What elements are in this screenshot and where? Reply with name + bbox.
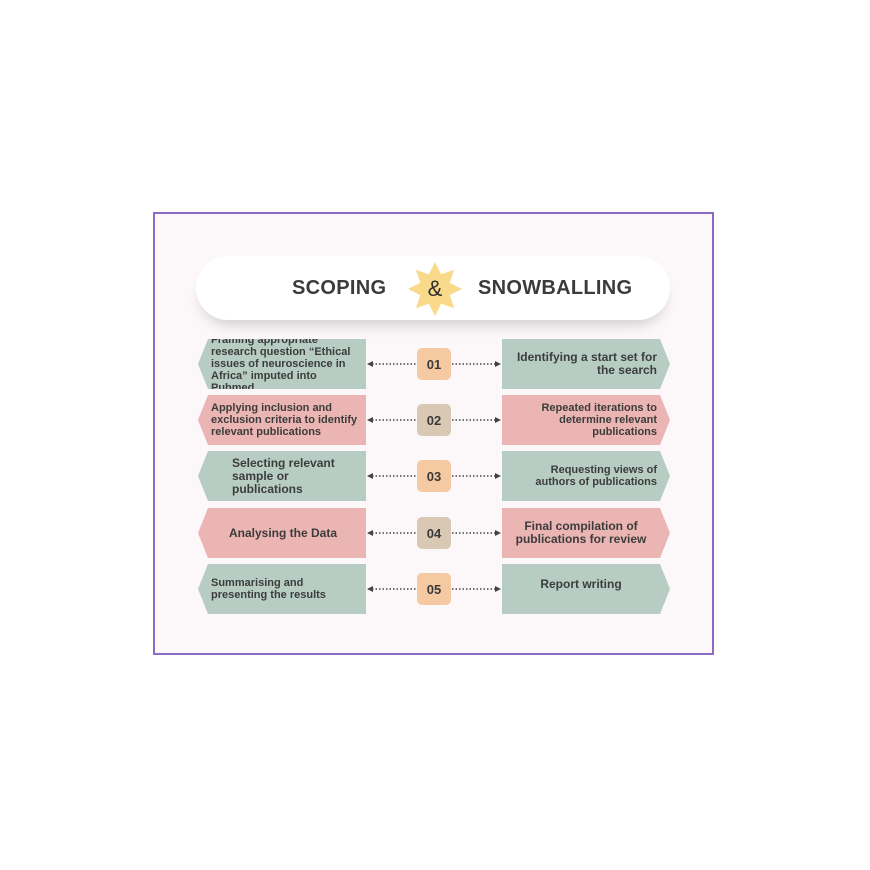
arrow-connector-right: [452, 473, 501, 479]
scoping-step-text: Selecting relevant sample or publication…: [232, 455, 335, 496]
snowballing-step-5: Report writing: [502, 564, 670, 614]
step-number-badge: 05: [417, 573, 451, 605]
star-badge-icon: [408, 262, 462, 316]
snowballing-step-text: Requesting views of authors of publicati…: [535, 464, 657, 488]
snowballing-step-text: Final compilation of publications for re…: [515, 519, 647, 546]
step-number-badge: 01: [417, 348, 451, 380]
snowballing-step-2: Repeated iterations to determine relevan…: [502, 395, 670, 445]
arrow-connector-left: [367, 586, 416, 592]
arrow-connector-left: [367, 530, 416, 536]
arrow-connector-left: [367, 473, 416, 479]
title-scoping: SCOPING: [292, 277, 387, 299]
snowballing-step-text: Repeated iterations to determine relevan…: [541, 402, 657, 438]
arrow-connector-right: [452, 417, 501, 423]
snowballing-step-4: Final compilation of publications for re…: [502, 508, 670, 558]
scoping-step-text: Analysing the Data: [228, 526, 338, 540]
arrow-connector-right: [452, 586, 501, 592]
scoping-step-text: Framing appropriate research question “E…: [211, 334, 351, 394]
step-number-badge: 03: [417, 460, 451, 492]
scoping-step-1: Framing appropriate research question “E…: [198, 339, 366, 389]
step-number-badge: 04: [417, 517, 451, 549]
scoping-step-4: Analysing the Data: [198, 508, 366, 558]
ampersand: &: [427, 276, 443, 301]
snowballing-step-3: Requesting views of authors of publicati…: [502, 451, 670, 501]
scoping-step-3: Selecting relevant sample or publication…: [198, 451, 366, 501]
snowballing-step-text: Identifying a start set for the search: [516, 350, 657, 377]
title-snowballing: SNOWBALLING: [478, 277, 633, 299]
scoping-step-2: Applying inclusion and exclusion criteri…: [198, 395, 366, 445]
snowballing-step-text: Report writing: [540, 577, 622, 591]
arrow-connector-right: [452, 530, 501, 536]
snowballing-step-1: Identifying a start set for the search: [502, 339, 670, 389]
arrow-connector-right: [452, 361, 501, 367]
arrow-connector-left: [367, 361, 416, 367]
step-number-badge: 02: [417, 404, 451, 436]
scoping-step-5: Summarising and presenting the results: [198, 564, 366, 614]
scoping-step-text: Applying inclusion and exclusion criteri…: [211, 402, 358, 438]
arrow-connector-left: [367, 417, 416, 423]
scoping-step-text: Summarising and presenting the results: [211, 577, 326, 601]
